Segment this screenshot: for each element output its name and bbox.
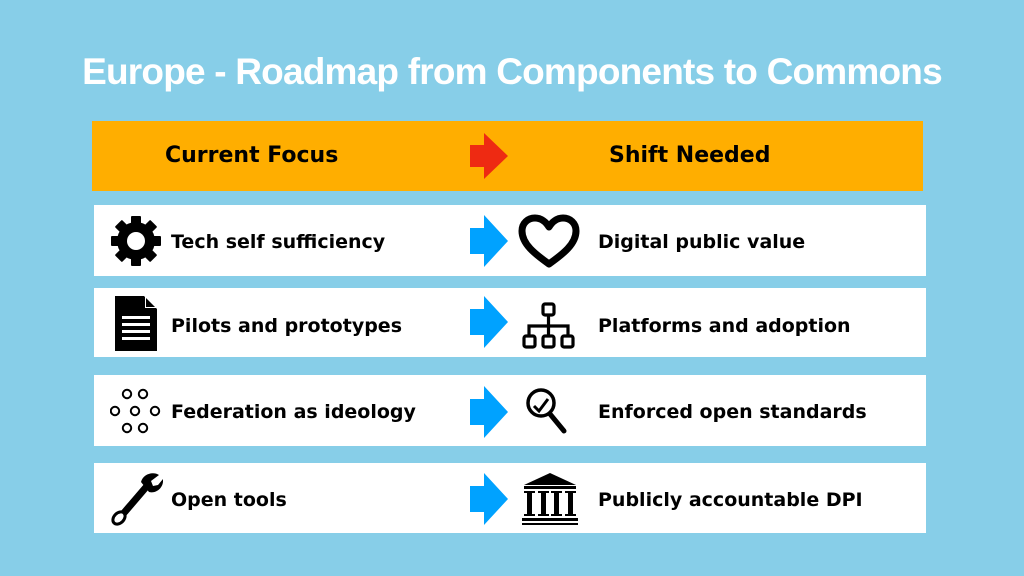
wrench-icon [111,473,163,526]
shift-needed-heading: Shift Needed [609,143,771,168]
current-focus-text: Open tools [171,489,287,511]
page-title: Europe - Roadmap from Components to Comm… [82,51,943,92]
current-focus-text: Pilots and prototypes [171,315,402,337]
roadmap-row: Pilots and prototypes Platforms and adop… [94,288,926,357]
blue-arrow-right-icon [470,473,508,525]
blue-arrow-right-icon [470,386,508,438]
magnifier-check-icon [526,388,567,434]
red-arrow-right-icon [470,133,508,179]
shift-needed-text: Enforced open standards [598,401,867,423]
document-icon [115,296,157,351]
roadmap-row: Open tools Publicly accountable DPI [94,463,926,533]
heart-icon [518,214,580,268]
shift-needed-text: Platforms and adoption [598,315,851,337]
shift-needed-text: Publicly accountable DPI [598,489,863,511]
blue-arrow-right-icon [470,296,508,348]
roadmap-row: Tech self sufficiency Digital public val… [94,205,926,276]
dots-network-icon [110,388,161,434]
blue-arrow-right-icon [470,215,508,267]
current-focus-text: Tech self sufficiency [171,231,386,253]
hierarchy-icon [522,302,575,349]
header-bar: Current Focus Shift Needed [92,121,923,191]
current-focus-heading: Current Focus [165,143,339,168]
shift-needed-text: Digital public value [598,231,806,253]
current-focus-text: Federation as ideology [171,401,416,423]
gear-icon [111,216,161,266]
institution-icon [522,473,578,525]
roadmap-row: Federation as ideology Enforced open sta… [94,375,926,446]
